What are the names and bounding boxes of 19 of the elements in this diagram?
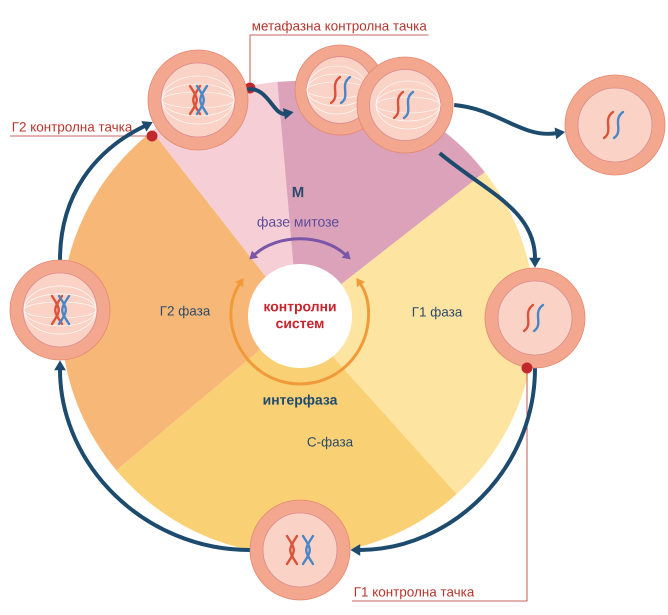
cell-drawing (10, 260, 110, 360)
phase-label: С-фаза (308, 436, 354, 450)
checkpoint-dot (522, 362, 532, 374)
text-label: фазе митозе (258, 216, 338, 230)
cell-drawing (484, 268, 586, 368)
checkpoint-label: метафазна контролна тачка (252, 20, 427, 34)
cell-drawing (148, 50, 248, 150)
cell-drawing (564, 74, 666, 176)
checkpoint-dot (146, 130, 158, 142)
leader-line (250, 34, 429, 83)
phase-label: Г1 фаза (412, 306, 462, 320)
text-label: интерфаза (264, 394, 338, 408)
phase-label: М (292, 186, 304, 198)
leader-line (352, 373, 528, 602)
dividing-cell-drawing (294, 44, 454, 154)
cell-drawing (250, 500, 350, 600)
checkpoint-label: Г1 контролна тачка (354, 587, 474, 600)
phase-label: Г2 фаза (160, 306, 210, 318)
checkpoint-label: Г2 контролна тачка (12, 122, 132, 134)
